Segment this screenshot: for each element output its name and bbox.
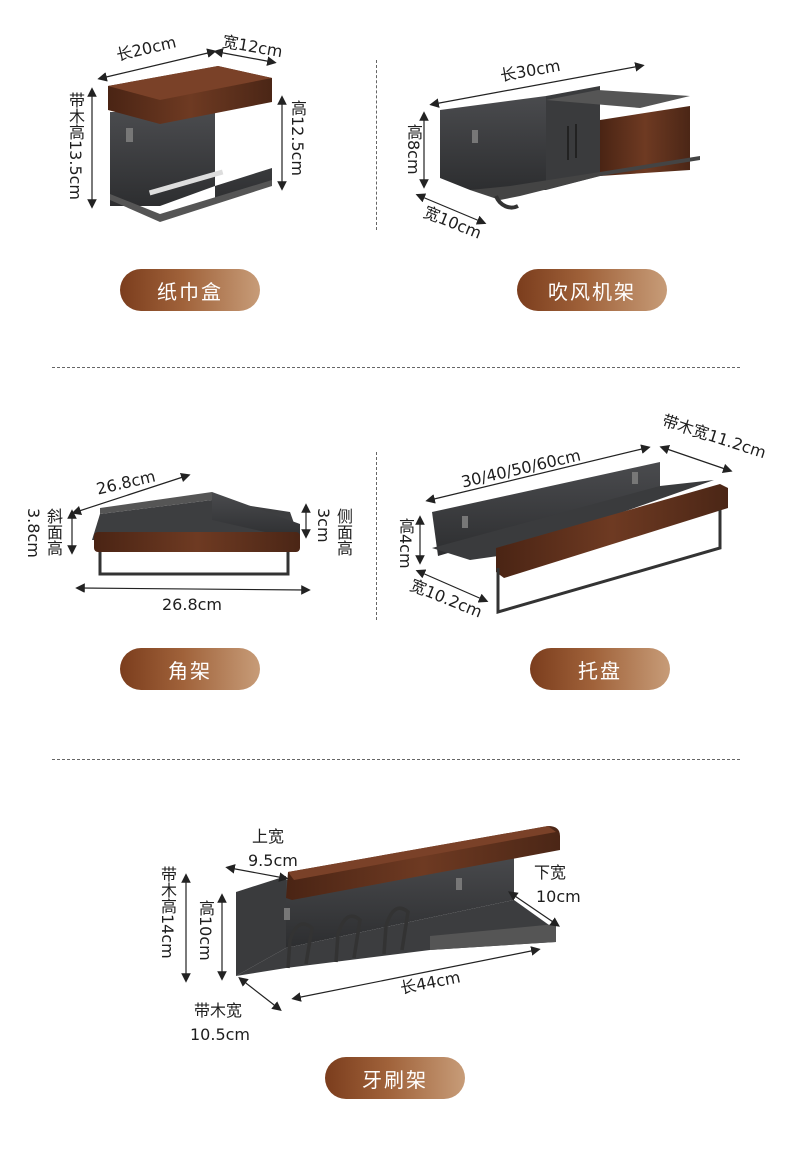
tray-height: 高4cm	[396, 518, 415, 569]
corner-shelf-slope-height-label: 斜面高	[44, 508, 63, 556]
tray-illustration	[415, 444, 733, 614]
corner-shelf-label: 角架	[120, 648, 260, 690]
toothbrush-rack-height: 高10cm	[196, 900, 215, 961]
hair-dryer-rack-label: 吹风机架	[517, 269, 667, 311]
corner-shelf-illustration	[67, 472, 311, 595]
toothbrush-rack-label: 牙刷架	[325, 1057, 465, 1099]
vertical-divider-top	[376, 60, 377, 230]
tissue-box-label: 纸巾盒	[120, 269, 260, 311]
vertical-divider-middle	[376, 452, 377, 620]
corner-shelf-side-height-label: 侧面高	[334, 508, 353, 556]
toothbrush-rack-bottom-width-value: 10cm	[536, 887, 581, 906]
hair-dryer-rack-illustration	[415, 62, 700, 225]
tray-label: 托盘	[530, 648, 670, 690]
corner-shelf-side-height-value: 3cm	[314, 508, 333, 543]
horizontal-divider-1	[52, 367, 740, 368]
toothbrush-rack-top-width-value: 9.5cm	[248, 851, 298, 870]
horizontal-divider-2	[52, 759, 740, 760]
tissue-box-illustration	[87, 48, 287, 222]
tissue-box-wood-height: 带木高13.5cm	[66, 92, 85, 201]
toothbrush-rack-bottom-width-label: 下宽	[534, 863, 567, 882]
toothbrush-rack-top-width-label: 上宽	[252, 827, 285, 846]
hair-dryer-rack-height: 高8cm	[404, 124, 423, 175]
toothbrush-rack-wood-height: 带木高14cm	[158, 866, 177, 959]
toothbrush-rack-illustration	[181, 826, 560, 1011]
toothbrush-rack-wood-width-value: 10.5cm	[190, 1025, 251, 1044]
corner-shelf-slope-height-value: 3.8cm	[24, 508, 43, 558]
tissue-box-height: 高12.5cm	[288, 100, 307, 177]
toothbrush-rack-wood-width-label: 带木宽	[194, 1001, 243, 1020]
corner-shelf-bottom-length: 26.8cm	[162, 595, 223, 614]
